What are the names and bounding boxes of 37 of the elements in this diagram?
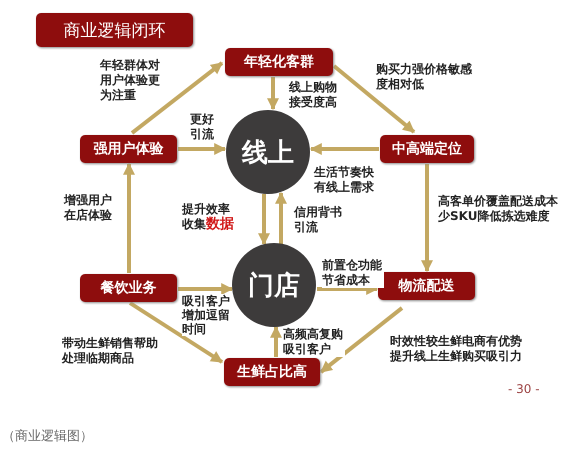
caption: （商业逻辑图）	[2, 428, 93, 445]
arrow	[258, 194, 270, 246]
arrow	[421, 164, 433, 272]
hub-circle: 门店	[232, 243, 316, 327]
edge-label: 更好引流	[190, 112, 216, 142]
edge-label: 线上购物接受度高	[289, 80, 339, 110]
edge-label: 生活节奏快有线上需求	[314, 165, 376, 195]
arrow	[270, 326, 282, 357]
arrow	[275, 192, 287, 244]
edge-label: 高频高复购吸引客户	[283, 327, 345, 357]
page-number: - 30 -	[508, 382, 540, 396]
edge-label: 提升效率收集数据	[182, 202, 234, 232]
concept-box: 生鲜占比高	[224, 358, 320, 386]
arrow	[310, 143, 379, 155]
concept-box: 中高端定位	[380, 135, 474, 163]
edge-label: 年轻群体对用户体验更为注重	[100, 58, 162, 103]
arrow	[178, 283, 234, 295]
hub-circle: 线上	[226, 110, 310, 194]
edge-label: 带动生鲜销售帮助处理临期商品	[62, 336, 160, 366]
edge-label: 信用背书引流	[294, 205, 344, 235]
edge-label: 购买力强价格敏感度相对低	[376, 62, 474, 92]
arrow	[178, 143, 226, 155]
edge-label: 前置仓功能节省成本	[322, 258, 384, 288]
concept-box: 物流配送	[378, 272, 475, 300]
edge-label: 增强用户在店体验	[64, 193, 114, 223]
arrow	[123, 162, 135, 273]
arrow	[128, 301, 224, 364]
arrow	[332, 64, 416, 134]
concept-box: 年轻化客群	[225, 48, 333, 76]
arrow	[267, 77, 279, 110]
title-banner: 商业逻辑闭环	[36, 13, 193, 47]
arrow	[130, 61, 224, 135]
concept-box: 餐饮业务	[80, 274, 177, 302]
edge-label: 时效性较生鲜电商有优势提升线上生鲜购买吸引力	[390, 334, 524, 364]
edge-label: 吸引客户增加逗留时间	[182, 294, 232, 336]
concept-box: 强用户体验	[80, 135, 177, 163]
arrow	[320, 306, 404, 374]
